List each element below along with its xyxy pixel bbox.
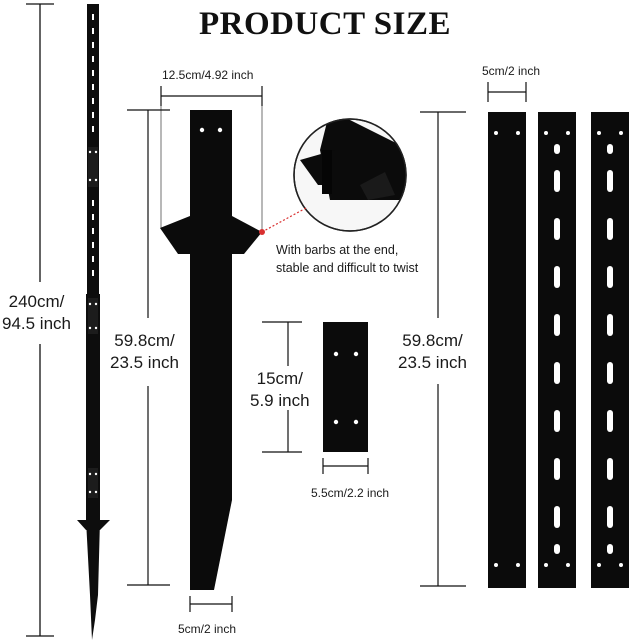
stake-height-line2: 23.5 inch xyxy=(110,353,179,372)
flat-bar-slotted-2 xyxy=(591,112,629,588)
ground-stake xyxy=(160,110,262,590)
connector-height-line2: 5.9 inch xyxy=(250,391,310,410)
stake-width-top-label: 12.5cm/4.92 inch xyxy=(162,68,254,82)
stake-dimensions xyxy=(127,86,263,612)
flat-bar-plain xyxy=(488,112,526,588)
page-title: PRODUCT SIZE xyxy=(198,6,452,42)
connector-dimensions xyxy=(262,321,369,474)
barb-note-line1: With barbs at the end, xyxy=(276,243,399,257)
stake-height-line1: 59.8cm/ xyxy=(114,331,175,350)
bar-dimensions xyxy=(420,82,527,587)
total-length-dimension xyxy=(26,3,54,637)
bar-height-label: 59.8cm/ 23.5 inch xyxy=(398,330,467,374)
connector-height-line1: 15cm/ xyxy=(256,369,303,388)
connector-height-label: 15cm/ 5.9 inch xyxy=(250,368,310,412)
total-length-label: 240cm/ 94.5 inch xyxy=(2,291,71,335)
stake-width-bottom-label: 5cm/2 inch xyxy=(178,622,237,636)
assembled-post xyxy=(77,4,110,640)
connector-plate xyxy=(323,322,368,452)
total-length-line2: 94.5 inch xyxy=(2,314,71,333)
stake-height-label: 59.8cm/ 23.5 inch xyxy=(110,330,179,374)
bar-width-label: 5cm/2 inch xyxy=(482,64,541,78)
flat-bar-slotted-1 xyxy=(538,112,576,588)
connector-width-label: 5.5cm/2.2 inch xyxy=(311,486,390,500)
barb-callout xyxy=(259,118,407,235)
bar-height-line2: 23.5 inch xyxy=(398,353,467,372)
barb-note: With barbs at the end, stable and diffic… xyxy=(276,241,418,277)
barb-note-line2: stable and difficult to twist xyxy=(276,261,419,275)
bar-height-line1: 59.8cm/ xyxy=(402,331,463,350)
total-length-line1: 240cm/ xyxy=(8,292,65,311)
